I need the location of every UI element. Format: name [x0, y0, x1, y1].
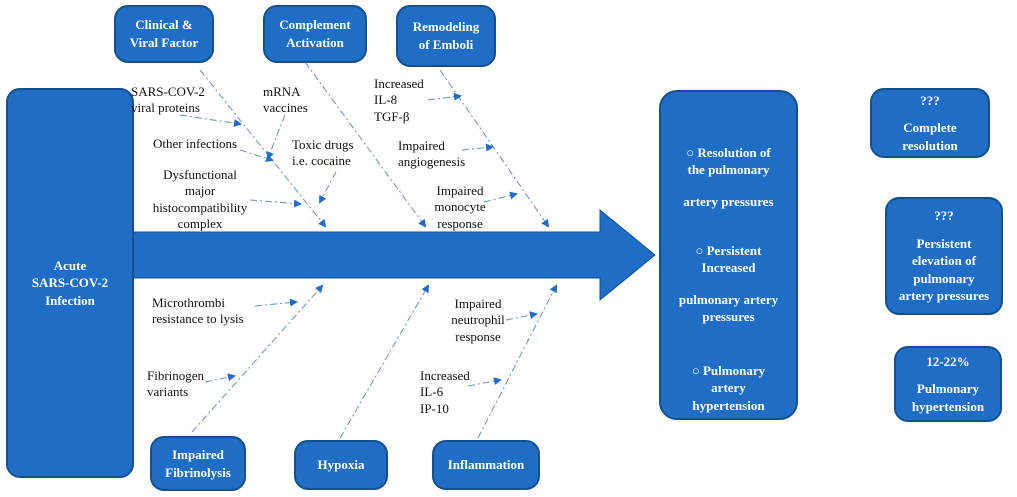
- result-pulmonary-hypertension: 12-22% Pulmonary hypertension: [894, 346, 1002, 422]
- category-fibrinolysis: Impaired Fibrinolysis: [150, 436, 246, 491]
- arrow-fibrinogen: [204, 373, 236, 383]
- cause-increased-il8: Increased IL-8 TGF-β: [374, 76, 424, 124]
- arrow-sars-proteins: [179, 114, 242, 128]
- result-complete-stat: ???: [920, 92, 940, 108]
- bone-clinical: [199, 69, 327, 228]
- outcome-persistent-text-2: pulmonary artery pressures: [678, 291, 779, 325]
- cause-dysfunctional-mhc: Dysfunctional major histocompatibility c…: [152, 167, 248, 231]
- result-ph-stat: 12-22%: [926, 353, 970, 369]
- cause-impaired-angiogenesis: Impaired angiogenesis: [398, 138, 466, 170]
- result-persistent-stat: ???: [934, 208, 954, 224]
- arrow-microthrombi: [254, 298, 298, 307]
- cause-impaired-monocyte: Impaired monocyte response: [434, 183, 486, 231]
- outcome-ph: ○ Pulmonary artery hypertension: [661, 344, 796, 414]
- outcome-persistent: ○ Persistent Increased pulmonary artery …: [661, 224, 796, 343]
- bone-hypoxia: [339, 284, 430, 439]
- outcomes-box: ○ Resolution of the pulmonary artery pre…: [659, 90, 798, 420]
- outcome-resolution-text: ○ Resolution of the pulmonary: [686, 144, 771, 178]
- cause-increased-il6: Increased IL-6 IP-10: [420, 368, 470, 416]
- cause-microthrombi: Microthrombi resistance to lysis: [152, 295, 244, 327]
- outcome-resolution: ○ Resolution of the pulmonary artery pre…: [661, 126, 796, 228]
- cause-toxic-drugs: Toxic drugs i.e. cocaine: [292, 137, 354, 169]
- outcome-resolution-text-2: artery pressures: [683, 193, 774, 209]
- arrow-il6: [467, 377, 502, 387]
- acute-infection-box: Acute SARS-COV-2 Infection: [6, 88, 134, 478]
- bone-fibrinolysis: [191, 284, 324, 433]
- category-clinical-viral: Clinical & Viral Factor: [114, 5, 214, 63]
- arrow-monocyte: [483, 191, 518, 203]
- result-ph-label: Pulmonary hypertension: [911, 381, 985, 414]
- arrow-toxic: [319, 171, 337, 204]
- cause-fibrinogen: Fibrinogen variants: [147, 368, 205, 400]
- arrow-il8: [427, 92, 462, 101]
- outcome-ph-text: ○ Pulmonary artery hypertension: [691, 362, 766, 413]
- arrow-mrna: [266, 114, 286, 160]
- result-persistent-label: Persistent elevation of pulmonary artery…: [898, 235, 990, 304]
- category-complement: Complement Activation: [263, 5, 367, 63]
- cause-other-infections: Other infections: [153, 136, 238, 151]
- cause-mrna-vaccines: mRNA vaccines: [263, 84, 308, 116]
- outcome-persistent-text: ○ Persistent Increased: [695, 242, 762, 276]
- arrow-other-infections: [239, 149, 274, 163]
- category-remodeling: Remodeling of Emboli: [396, 5, 496, 67]
- bone-complement: [304, 61, 427, 228]
- cause-sars-proteins: SARS-COV-2 viral proteins: [131, 84, 205, 116]
- arrow-neutrophil: [505, 311, 538, 321]
- cause-impaired-neutrophil: Impaired neutrophil response: [451, 296, 505, 344]
- category-hypoxia: Hypoxia: [294, 440, 388, 490]
- arrow-dysfunctional-mhc: [249, 199, 302, 208]
- result-complete-label: Complete resolution: [902, 120, 958, 153]
- category-inflammation: Inflammation: [432, 440, 540, 490]
- result-complete-resolution: ??? Complete resolution: [870, 88, 990, 158]
- bone-inflammation: [477, 284, 557, 439]
- result-persistent-elevation: ??? Persistent elevation of pulmonary ar…: [885, 197, 1003, 315]
- arrow-angiogenesis: [461, 143, 494, 152]
- main-spine-arrow: [129, 208, 656, 302]
